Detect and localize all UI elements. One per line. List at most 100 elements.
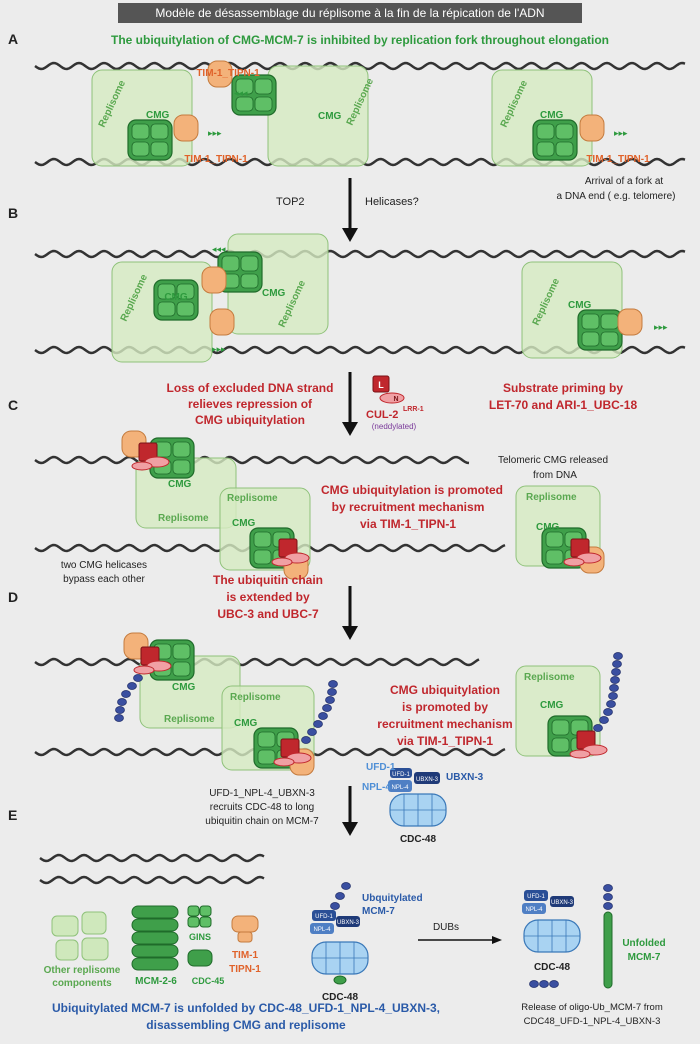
cmg-label: CMG [318,111,342,122]
other-components-2: components [52,978,112,989]
section-label-d: D [8,589,18,605]
cmg-label: CMG [536,522,560,533]
cdc48-with-ub-mcm7: UFD-1 NPL-4 UBXN-3 [310,882,369,985]
section-label-c: C [8,397,18,413]
n-subunit-label: N [393,396,398,403]
bottom-caption-1: Ubiquitylated MCM-7 is unfolded by CDC-4… [52,1001,440,1015]
arrow-head [492,936,502,944]
ufd1-tag: UFD-1 [527,894,545,900]
arrow-head [342,228,358,242]
tim-tipn-complex [201,266,227,294]
unfolded-label-1: Unfolded [622,938,665,949]
ubxn3-tag: UBXN-3 [337,920,360,926]
ubmcm-label-1: Ubquitylated [362,893,423,904]
d-promo-text-2: is promoted by [402,700,488,714]
bypass-text-2: bypass each other [63,574,145,585]
direction-arrows: ▸▸▸ [208,128,222,138]
other-replisome-components [51,911,109,961]
figure-title: Modèle de désassemblage du réplisome à l… [155,6,544,20]
helicases-label: Helicases? [365,196,419,208]
cul2-lrr1-icon: L N [372,375,405,404]
ubxn3-label: UBXN-3 [446,772,484,783]
cdc48-label: CDC-48 [534,962,571,973]
tim-tipn-complex [617,308,643,336]
promo-text-3: via TIM-1_TIPN-1 [360,517,456,531]
arrow-head [342,422,358,436]
ubxn3-tag: UBXN-3 [551,900,574,906]
loss-text-2: relieves repression of [188,397,313,411]
chain-text-2: is extended by [226,590,310,604]
section-label-b: B [8,205,18,221]
cul2-superscript: LRR-1 [403,406,424,413]
promo-text-2: by recruitment mechanism [332,500,485,514]
ufd1-tag: UFD-1 [315,914,333,920]
free-ubiquitin [529,980,559,988]
bottom-caption-2: disassembling CMG and replisome [146,1018,346,1032]
replisome-a2 [267,65,369,167]
d-promo-text-1: CMG ubiquitylation [390,683,500,697]
direction-arrows: ◂◂◂ [234,88,248,98]
tim1-label: TIM-1 [232,950,259,961]
mcm26-label: MCM-2-6 [135,976,177,987]
substrate-priming-2: LET-70 and ARI-1_UBC-18 [489,398,638,412]
top2-label: TOP2 [276,196,305,208]
other-components-1: Other replisome [44,965,121,976]
npl4-label: NPL-4 [362,782,391,793]
l-subunit-label: L [378,380,384,390]
cdc45-block [187,949,213,967]
arrow-head [342,626,358,640]
cmg-helicase [577,309,623,351]
dna-strands-e [39,853,265,885]
telomeric-text-1: Telomeric CMG released [498,455,608,466]
d-promo-text-3: recruitment mechanism [377,717,512,731]
cmg-label: CMG [262,288,286,299]
replisome-label: Replisome [164,714,215,725]
release-text-2: CDC48_UFD-1_NPL-4_UBXN-3 [524,1016,661,1027]
chain-text-1: The ubiquitin chain [213,573,323,587]
substrate-priming-1: Substrate priming by [503,381,623,395]
gins-complex [187,905,212,928]
ubiquitin-chain [114,674,143,722]
ubmcm-label-2: MCM-7 [362,906,395,917]
direction-arrows: ▸▸▸ [212,344,226,354]
cdc48-label: CDC-48 [400,834,437,845]
npl4-tag: NPL-4 [313,927,331,933]
replisome-label: Replisome [524,672,575,683]
tim-tipn-complex [173,114,199,142]
cmg-label: CMG [540,700,564,711]
ufd1-tag: UFD-1 [392,772,410,778]
loss-text-1: Loss of excluded DNA strand [167,381,334,395]
title-banner [118,3,582,23]
direction-arrows: ◂◂◂ [212,244,226,254]
tim1-block [231,915,259,933]
cdc48-ufd-npl-ubxn-complex: UFD-1 NPL-4 UBXN-3 [388,768,447,827]
direction-arrows: ▸▸▸ [614,128,628,138]
tipn1-block [237,931,253,943]
ufd-text-1: UFD-1_NPL-4_UBXN-3 [209,788,315,799]
cmg-label: CMG [164,292,188,303]
chain-text-3: UBC-3 and UBC-7 [217,607,319,621]
npl4-tag: NPL-4 [525,907,543,913]
replisome-label: Replisome [230,692,281,703]
gins-label: GINS [189,932,211,942]
cmg-label: CMG [172,682,196,693]
promo-text-1: CMG ubiquitylation is promoted [321,483,503,497]
ufd-text-3: ubiquitin chain on MCM-7 [205,816,319,827]
release-text-1: Release of oligo-Ub_MCM-7 from [521,1002,663,1013]
loss-text-3: CMG ubiquitylation [195,413,305,427]
replisome-label: Replisome [526,492,577,503]
mcm26-stack [131,905,179,971]
cdc45-label: CDC-45 [192,976,225,986]
unfolded-label-2: MCM-7 [628,952,661,963]
ufd1-label: UFD-1 [366,762,396,773]
cmg-label: CMG [234,718,258,729]
cmg-label: CMG [540,110,564,121]
cmg-label: CMG [232,518,256,529]
telomeric-text-2: from DNA [533,470,577,481]
cdc48-label: CDC-48 [322,992,359,1003]
bypass-text-1: two CMG helicases [61,560,147,571]
arrow-head [342,822,358,836]
replisome-label: Replisome [227,493,278,504]
neddylated-label: (neddylated) [372,422,417,431]
section-a-subtitle: The ubiquitylation of CMG-MCM-7 is inhib… [111,33,609,47]
